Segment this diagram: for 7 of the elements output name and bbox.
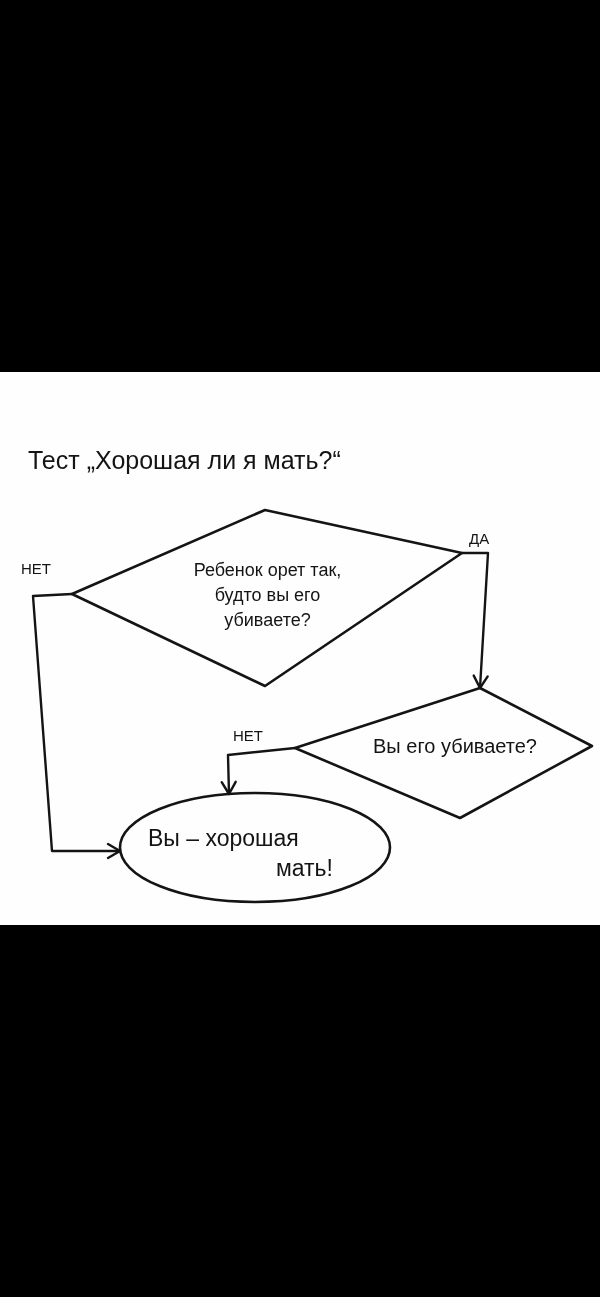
- arrow: [31, 592, 122, 860]
- arrow: [460, 551, 490, 690]
- result-text: Вы – хорошая мать!: [148, 824, 333, 883]
- question-text: Вы его убиваете?: [372, 734, 538, 758]
- arrow: [220, 746, 297, 796]
- title: Тест „Хорошая ли я мать?“: [28, 446, 341, 475]
- question-text: Ребенок орет так, будто вы его убиваете?: [192, 559, 343, 632]
